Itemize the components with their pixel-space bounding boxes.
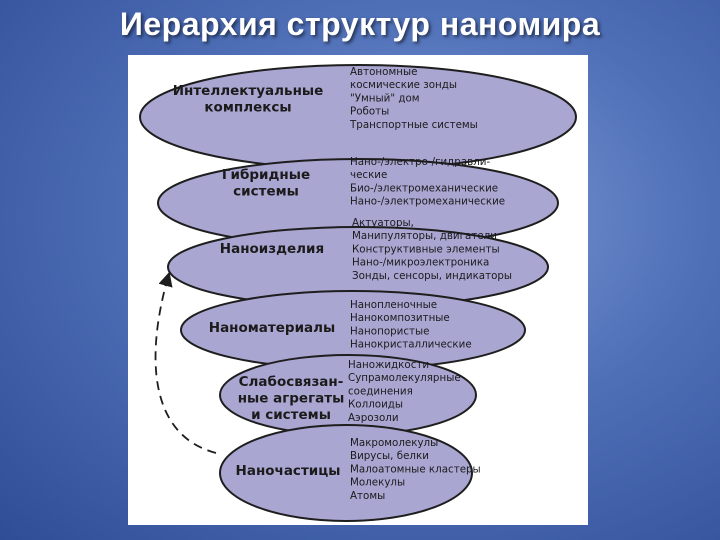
- level-item-text: Актуаторы,: [352, 217, 414, 229]
- level-3: Наноизделия Актуаторы,Манипуляторы, двига…: [167, 217, 549, 308]
- level-item-text: Малоатомные кластеры: [350, 463, 481, 475]
- level-item-text: Конструктивные элементы: [352, 243, 500, 255]
- level-item-text: Макромолекулы: [350, 437, 438, 449]
- level-category-label: Наночастицы: [236, 463, 341, 479]
- level-item-text: Коллоиды: [348, 399, 403, 411]
- level-item-text: Манипуляторы, двигатели: [352, 230, 497, 242]
- level-item-text: космические зонды: [350, 79, 457, 91]
- level-item-text: ческие: [350, 169, 387, 181]
- level-category-label: системы: [233, 184, 299, 200]
- level-item-text: Нано-/электромеханические: [350, 196, 505, 208]
- level-4: Наноматериалы НанопленочныеНанокомпозитны…: [180, 290, 526, 370]
- level-item-text: Нанопленочные: [350, 299, 437, 311]
- level-category-label: ные агрегаты: [238, 391, 345, 407]
- level-item-text: Роботы: [350, 106, 389, 118]
- level-item-text: Зонды, сенсоры, индикаторы: [352, 270, 512, 282]
- level-item-text: Атомы: [350, 490, 385, 502]
- slide-title: Иерархия структур наномира: [119, 6, 601, 42]
- level-item-text: Супрамолекулярные: [348, 372, 461, 384]
- level-ellipse: [219, 424, 473, 522]
- level-item-text: Нано-/микроэлектроника: [352, 257, 489, 269]
- level-category-label: комплексы: [204, 100, 291, 116]
- level-category-label: Интеллектуальные: [173, 83, 324, 99]
- level-category-label: Наноматериалы: [209, 320, 335, 336]
- level-category-label: Слабосвязан-: [239, 374, 344, 390]
- level-category-label: и системы: [251, 407, 331, 423]
- level-item-text: Нанопористые: [350, 325, 429, 337]
- level-item-text: Молекулы: [350, 477, 405, 489]
- level-item-text: Вирусы, белки: [350, 450, 429, 462]
- level-item-text: "Умный" дом: [350, 92, 420, 104]
- level-item-text: соединения: [348, 385, 413, 397]
- level-category-label: Гибридные: [222, 167, 310, 183]
- level-item-text: Био-/электромеханические: [350, 182, 498, 194]
- level-item-text: Автономные: [350, 66, 417, 78]
- level-item-text: Аэрозоли: [348, 412, 399, 424]
- level-item-text: Транспортные системы: [349, 119, 478, 131]
- feedback-arrow: [154, 271, 217, 454]
- level-item-text: Нанокристаллические: [350, 339, 472, 351]
- level-category-label: Наноизделия: [220, 241, 324, 257]
- level-item-text: Нанокомпозитные: [350, 312, 450, 324]
- level-item-text: Наножидкости: [348, 359, 429, 371]
- level-item-text: Нано-/электро-/гидравли-: [350, 156, 490, 168]
